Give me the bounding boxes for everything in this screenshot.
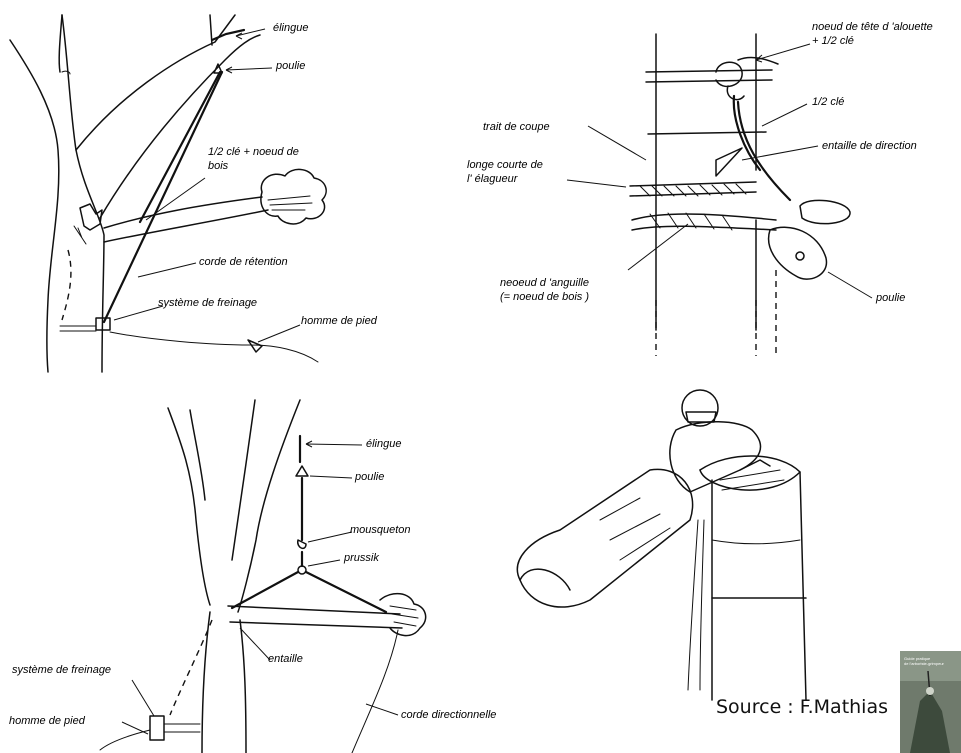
label-longe-courte: longe courte de	[467, 159, 543, 172]
directional-rope-illustration	[100, 400, 426, 753]
knot-detail-illustration	[567, 34, 872, 356]
label-noeud-tete-2: + 1/2 clé	[812, 35, 854, 48]
label-systeme-freinage-top: système de freinage	[158, 297, 257, 310]
label-noeud-anguille: neoeud d 'anguille	[500, 277, 589, 290]
source-credit: Source : F.Mathias	[716, 696, 888, 718]
climber-cutting-illustration	[517, 390, 806, 700]
book-cover-art: Guide pratique de l'arboriste-grimpeur	[900, 651, 961, 753]
label-trait-coupe: trait de coupe	[483, 121, 550, 134]
label-cle-noeud: 1/2 clé + noeud de	[208, 146, 299, 159]
book-cover-thumbnail: Guide pratique de l'arboriste-grimpeur	[900, 651, 961, 753]
label-elingue-bottom: élingue	[366, 438, 401, 451]
label-entaille: entaille	[268, 653, 303, 666]
label-homme-pied-bottom: homme de pied	[9, 715, 85, 728]
label-poulie-bottom: poulie	[355, 471, 384, 484]
label-noeud-anguille-2: (= noeud de bois )	[500, 291, 589, 304]
label-poulie-right: poulie	[876, 292, 905, 305]
label-entaille-direction: entaille de direction	[822, 140, 917, 153]
label-corde-directionnelle: corde directionnelle	[401, 709, 496, 722]
label-poulie-top: poulie	[276, 60, 305, 73]
label-elingue-top: élingue	[273, 22, 308, 35]
label-mousqueton: mousqueton	[350, 524, 411, 537]
label-cle-noeud-2: bois	[208, 160, 228, 173]
label-systeme-freinage-bottom: système de freinage	[12, 664, 111, 677]
label-longe-courte-2: l' élagueur	[467, 173, 517, 186]
label-noeud-tete: noeud de tête d 'alouette	[812, 21, 933, 34]
svg-text:de l'arboriste-grimpeur: de l'arboriste-grimpeur	[904, 661, 945, 666]
label-corde-retention: corde de rétention	[199, 256, 288, 269]
label-demi-cle: 1/2 clé	[812, 96, 844, 109]
label-prussik: prussik	[344, 552, 379, 565]
label-homme-pied-top: homme de pied	[301, 315, 377, 328]
